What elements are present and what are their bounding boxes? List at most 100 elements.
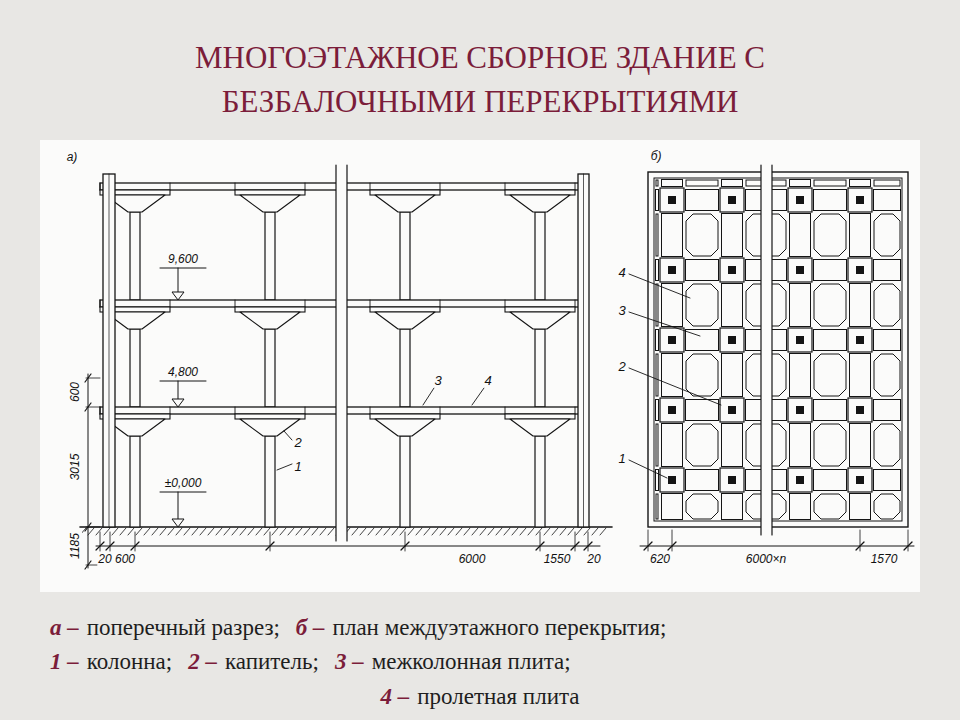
callout-number: 1 — [293, 459, 302, 474]
capital-plate — [505, 190, 575, 195]
callout-number: 2 — [293, 435, 302, 450]
ground-hatch — [136, 528, 142, 535]
level-mark: ±0,000 — [164, 476, 203, 490]
intercolumn-plate — [874, 260, 901, 281]
extension-line — [110, 532, 111, 551]
capital-plate — [505, 307, 575, 312]
ground-hatch — [288, 528, 294, 535]
capital-plate — [788, 258, 812, 282]
span-plate — [656, 424, 658, 466]
capital-plate — [848, 258, 872, 282]
intercolumn-plate — [790, 424, 811, 467]
ground-hatch — [280, 528, 286, 535]
intercolumn-plate — [656, 260, 659, 281]
slab-joint — [370, 183, 371, 190]
extension-line — [648, 530, 649, 551]
column — [535, 212, 545, 300]
capital-plate — [235, 190, 305, 195]
caption-row: 4 –пролетная плита — [0, 683, 960, 711]
capital-plate — [848, 468, 872, 492]
dimension: 1570 — [870, 552, 899, 566]
break-line — [346, 165, 347, 541]
span-plate — [656, 354, 658, 396]
span-plate — [874, 284, 900, 326]
level-mark: 9,600 — [167, 252, 199, 266]
span-plate — [686, 180, 718, 186]
capital-plate — [848, 328, 872, 352]
ground-hatch — [208, 528, 214, 535]
dimension-line — [640, 546, 914, 547]
ground-hatch — [248, 528, 254, 535]
ground-hatch — [536, 528, 542, 535]
ground-hatch — [104, 528, 110, 535]
slab-joint — [440, 183, 441, 190]
ground-hatch — [240, 528, 246, 535]
callout-number: 4 — [483, 373, 492, 388]
ground-hatch — [560, 528, 566, 535]
intercolumn-plate — [850, 214, 871, 257]
ground-hatch — [224, 528, 230, 535]
span-plate — [814, 354, 846, 396]
column — [130, 212, 140, 300]
ground-hatch — [88, 528, 94, 535]
column-section — [668, 266, 676, 274]
caption-text: межколонная плита; — [372, 648, 571, 676]
ground-hatch — [352, 528, 358, 535]
slab-joint — [505, 407, 506, 414]
column-section — [796, 196, 804, 204]
slab-joint — [370, 300, 371, 307]
intercolumn-plate — [814, 330, 847, 351]
column — [400, 436, 410, 527]
column-section — [796, 406, 804, 414]
ground-hatch — [264, 528, 270, 535]
ground-hatch — [360, 528, 366, 535]
capital — [375, 419, 435, 436]
ground-hatch — [528, 528, 534, 535]
column-section — [728, 476, 736, 484]
caption-key: 2 – — [188, 648, 217, 676]
column-section — [856, 336, 864, 344]
ground-hatch — [488, 528, 494, 535]
ground-hatch — [312, 528, 318, 535]
intercolumn-plate — [850, 424, 871, 467]
caption-row: а –поперечный разрез;б –план междуэтажно… — [50, 614, 666, 642]
column-section — [856, 266, 864, 274]
ground-hatch — [544, 528, 550, 535]
capital-plate — [370, 414, 440, 419]
leader-line — [629, 460, 667, 478]
slab-joint — [100, 407, 101, 414]
column-section — [796, 476, 804, 484]
break-line — [335, 165, 336, 541]
capital-plate — [720, 188, 744, 212]
intercolumn-plate — [790, 214, 811, 257]
extension-line — [86, 378, 100, 379]
intercolumn-plate — [814, 470, 847, 491]
caption-key: а – — [50, 614, 79, 642]
column — [400, 329, 410, 407]
capital-plate — [848, 398, 872, 422]
span-plate — [814, 284, 846, 326]
leader-line — [277, 464, 292, 470]
ground-hatch — [424, 528, 430, 535]
drawing-panel — [40, 140, 920, 592]
slab-joint — [100, 183, 101, 190]
span-plate — [686, 214, 718, 256]
ground-hatch — [152, 528, 158, 535]
capital-plate — [235, 307, 305, 312]
capital — [510, 312, 570, 329]
span-plate — [874, 494, 900, 519]
column-section — [728, 196, 736, 204]
slab-joint — [100, 300, 101, 307]
ground-hatch — [272, 528, 278, 535]
column-section — [728, 266, 736, 274]
ground-hatch — [368, 528, 374, 535]
level-arrow — [172, 519, 184, 527]
ground-hatch — [480, 528, 486, 535]
caption-key: 4 – — [381, 683, 410, 711]
intercolumn-plate — [662, 494, 683, 520]
slab-joint — [575, 183, 576, 190]
extension-line — [100, 532, 101, 551]
column-section — [728, 336, 736, 344]
leader-line — [284, 431, 292, 440]
intercolumn-plate — [722, 494, 743, 520]
